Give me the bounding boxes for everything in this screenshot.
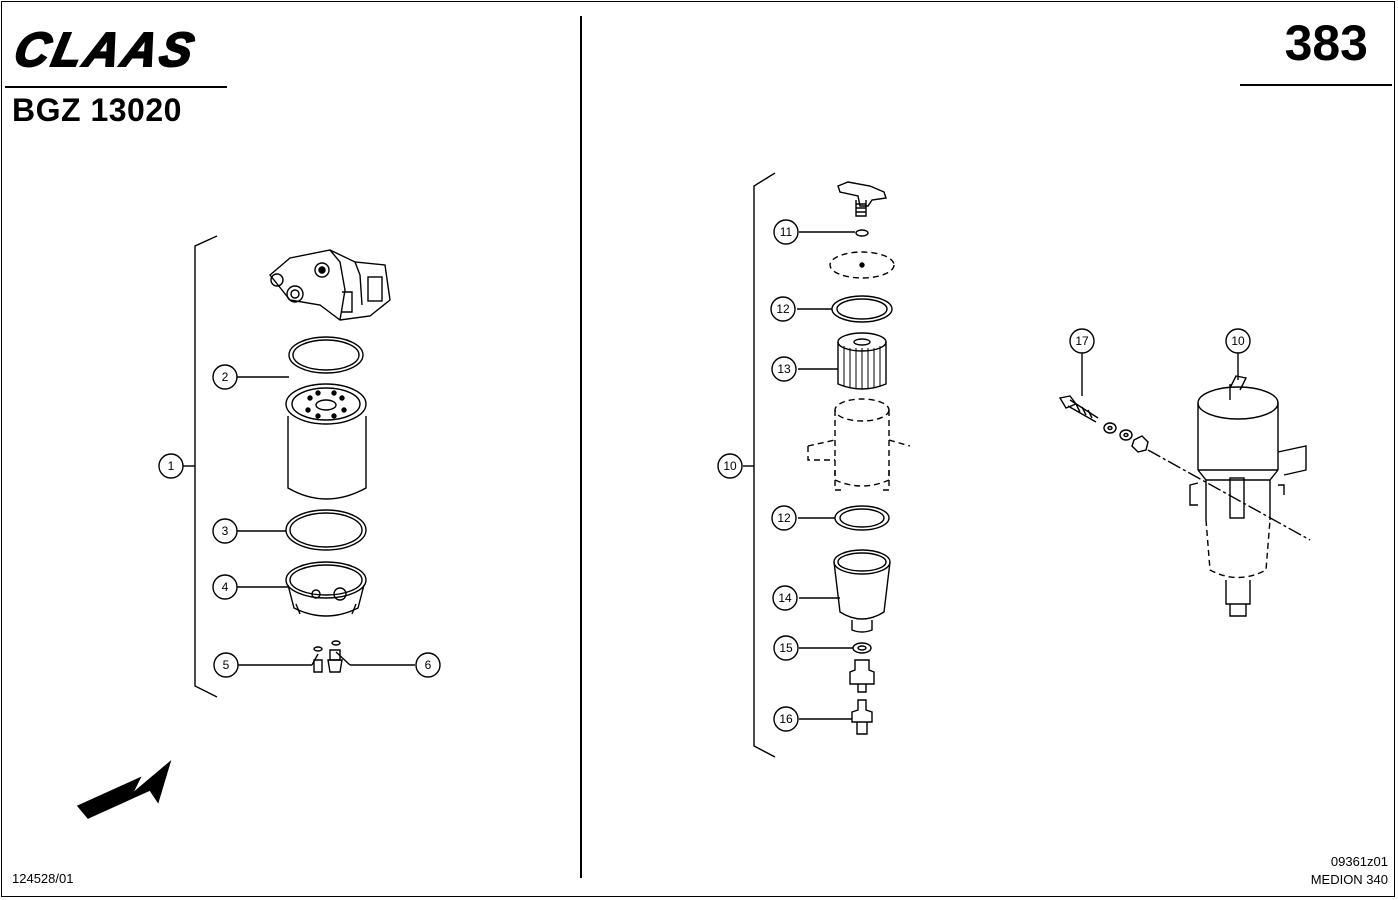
callout-1 (158, 453, 184, 479)
housing-dashed (807, 398, 911, 491)
footer-left-code: 124528/01 (12, 871, 74, 886)
filter-element (837, 332, 887, 390)
callout-2 (212, 364, 238, 390)
document-code: BGZ 13020 (12, 92, 182, 128)
callout-17-label: 17 (1075, 334, 1089, 348)
callout-1-label: 1 (168, 459, 175, 473)
callout-17 (1069, 328, 1095, 354)
small-o-ring (855, 229, 869, 237)
callout-6 (415, 652, 441, 678)
callout-3-label: 3 (222, 524, 229, 538)
callout-4 (212, 574, 238, 600)
footer-right-code: 09361z01 (1330, 854, 1388, 869)
drain-plugs (313, 640, 343, 673)
filter-cartridge (285, 383, 367, 500)
callout-10 (717, 453, 743, 479)
callout-4-label: 4 (222, 580, 229, 594)
direction-arrow (76, 759, 172, 819)
callout-10b (1225, 328, 1251, 354)
callout-12a (770, 296, 796, 322)
water-bowl (285, 561, 367, 617)
seal-ring-top (288, 336, 364, 374)
callout-12a-label: 12 (776, 302, 790, 316)
glass-bowl (833, 549, 891, 633)
claas-logo: CLAAS (9, 22, 203, 77)
callout-12b-label: 12 (777, 511, 791, 525)
page-number: 383 (1284, 15, 1368, 71)
mounting-bolt (1058, 395, 1311, 541)
callout-11 (773, 219, 799, 245)
callout-6-label: 6 (425, 658, 432, 672)
gasket-top (831, 295, 893, 323)
callout-10-label: 10 (723, 459, 737, 473)
filter-head-part (269, 249, 391, 321)
callout-12b (771, 505, 797, 531)
callout-15 (773, 635, 799, 661)
callout-3 (212, 518, 238, 544)
bracket-right (753, 172, 776, 758)
page-number-rule (1240, 84, 1392, 86)
callout-5 (213, 652, 239, 678)
cover-dashed (829, 251, 895, 279)
sensor-part (851, 699, 873, 735)
center-divider (580, 16, 582, 878)
svg-text:CLAAS: CLAAS (10, 23, 202, 76)
callout-14-label: 14 (778, 591, 792, 605)
callout-16-label: 16 (779, 712, 793, 726)
seal-ring-bottom (285, 509, 367, 551)
callout-11-label: 11 (780, 225, 793, 239)
footer-model: MEDION 340 (1310, 872, 1388, 887)
brand-rule (5, 86, 227, 88)
drain-plug (849, 659, 875, 685)
callout-14 (772, 585, 798, 611)
callout-10b-label: 10 (1231, 334, 1245, 348)
callout-13 (771, 356, 797, 382)
callout-16 (773, 706, 799, 732)
bracket-left (194, 235, 218, 698)
callout-15-label: 15 (779, 641, 793, 655)
footer-right-block: 09361z01 MEDION 340 (1311, 853, 1388, 889)
assembled-filter-unit (1189, 375, 1307, 617)
callout-5-label: 5 (223, 658, 230, 672)
callout-13-label: 13 (777, 362, 791, 376)
vent-screw-part (837, 181, 887, 217)
washer (852, 642, 872, 654)
callout-2-label: 2 (222, 370, 229, 384)
